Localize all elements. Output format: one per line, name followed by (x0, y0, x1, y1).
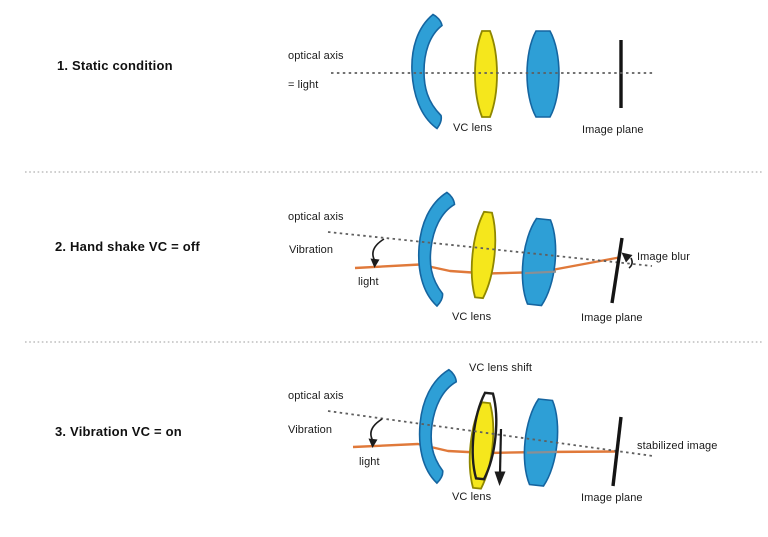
optical-axis-line (327, 410, 654, 457)
vc-lens-label: VC lens (452, 491, 492, 503)
vibration-arrowhead (370, 258, 380, 268)
vc-lens-shifted (465, 400, 498, 491)
front-lens (411, 189, 457, 308)
image-plane-label: Image plane (582, 124, 644, 136)
row-vc-on (327, 365, 654, 491)
vibration-arrowhead (368, 438, 378, 448)
vc-lens-shift-label: VC lens shift (469, 362, 533, 374)
vc-lens (467, 210, 500, 300)
light-label: light (358, 276, 379, 288)
vc-lens-label: VC lens (452, 311, 492, 323)
ray-through-rear-lens (524, 270, 557, 275)
row-vc-off (327, 189, 653, 308)
section-title: 1. Static condition (57, 58, 173, 73)
vibration-arrow (372, 238, 385, 262)
optical-axis-line (327, 231, 653, 267)
section-title: 2. Hand shake VC = off (55, 239, 200, 254)
stabilized-image-label: stabilized image (637, 440, 718, 452)
vibration-label: Vibration (288, 424, 333, 436)
light-label: light (359, 456, 380, 468)
optical-axis-label: optical axis (288, 390, 344, 402)
light-label: = light (288, 79, 319, 91)
vibration-label: Vibration (289, 244, 334, 256)
image-blur-arrow (628, 257, 633, 269)
rear-lens (517, 216, 561, 308)
row-static (331, 13, 655, 130)
section-title: 3. Vibration VC = on (55, 424, 182, 439)
front-lens (411, 13, 443, 130)
image-blur-arrowhead (621, 252, 633, 263)
image-plane-line (610, 237, 624, 304)
optical-axis-label: optical axis (288, 50, 344, 62)
optical-axis-label: optical axis (288, 211, 344, 223)
image-plane-line (611, 416, 623, 487)
ray-through-rear-lens (526, 450, 558, 454)
image-blur-label: Image blur (637, 251, 690, 263)
vc-lens-label: VC lens (453, 122, 493, 134)
vc-shift-arrowhead (494, 471, 506, 486)
vc-lens (474, 30, 498, 118)
vibration-arrow (370, 418, 383, 442)
vc-shift-arrow (498, 428, 503, 474)
image-plane-label: Image plane (581, 492, 643, 504)
rear-lens (519, 397, 563, 488)
image-plane-label: Image plane (581, 312, 643, 324)
rear-lens (526, 30, 560, 118)
